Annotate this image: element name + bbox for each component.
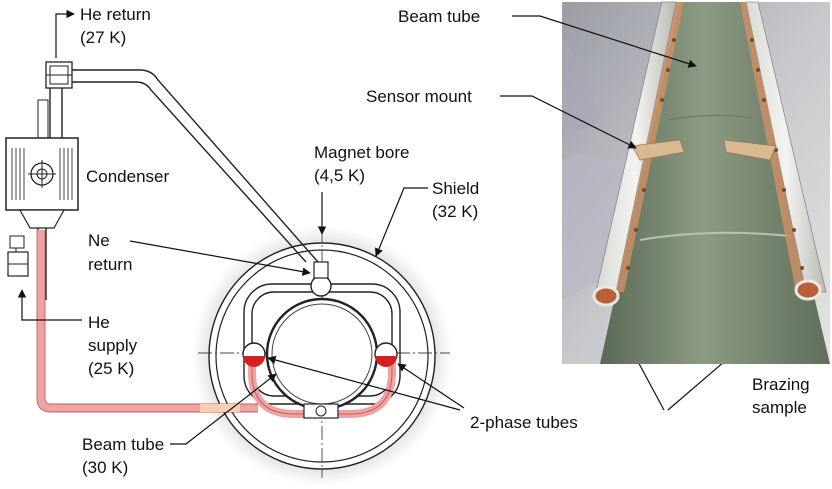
beam-tube-left-label: Beam tube bbox=[82, 435, 164, 454]
two-phase-leader-left bbox=[267, 355, 461, 411]
he-supply-temp: (25 K) bbox=[88, 359, 134, 378]
beam-tube-left-leader bbox=[170, 373, 277, 445]
photo-sensor-mount-right bbox=[723, 139, 777, 161]
shield-temp: (32 K) bbox=[432, 202, 478, 221]
ne-return-leader bbox=[129, 240, 311, 276]
photo-tube-end-left bbox=[592, 285, 620, 307]
condenser-label: Condenser bbox=[86, 167, 170, 186]
magnet-bore-label: Magnet bore bbox=[314, 143, 409, 162]
beam-tube-section-inner bbox=[271, 303, 373, 405]
two-phase-leader-right bbox=[397, 363, 465, 409]
brazing-label-2: sample bbox=[752, 398, 807, 417]
ne-return-label-1: Ne bbox=[88, 231, 110, 250]
he-return-pipe bbox=[70, 69, 319, 263]
beam-tube-photo-label: Beam tube bbox=[398, 7, 480, 26]
two-phase-tube-left bbox=[242, 342, 266, 367]
brazing-label-1: Brazing bbox=[752, 375, 810, 394]
he-supply-label-2: supply bbox=[88, 336, 138, 355]
supply-light-section bbox=[200, 404, 240, 412]
beam-tube-photo bbox=[562, 1, 830, 364]
two-phase-tubes-label: 2-phase tubes bbox=[470, 413, 578, 432]
ne-return-neck bbox=[313, 261, 329, 279]
magnet-bore-temp: (4,5 K) bbox=[314, 166, 365, 185]
beam-tube-left-temp: (30 K) bbox=[82, 458, 128, 477]
he-supply-label-1: He bbox=[88, 313, 110, 332]
he-return-label: He return bbox=[80, 5, 151, 24]
two-phase-tube-right bbox=[374, 342, 398, 367]
condenser-assembly bbox=[5, 61, 79, 300]
he-return-temp: (27 K) bbox=[80, 28, 126, 47]
shield-label: Shield bbox=[432, 179, 479, 198]
he-supply-arrow bbox=[17, 289, 82, 321]
photo-beam-tube bbox=[600, 2, 830, 364]
he-supply-line-edge bbox=[36, 230, 258, 413]
he-supply-line bbox=[37, 230, 258, 412]
he-return-arrow bbox=[55, 9, 75, 58]
ne-return-fitting bbox=[310, 275, 332, 297]
photo-tube-end-right bbox=[794, 279, 822, 301]
magnet-cross-section bbox=[192, 226, 452, 486]
beam-tube-photo-leader bbox=[512, 15, 697, 68]
sensor-mount-leader bbox=[500, 95, 637, 149]
shield-leader bbox=[374, 187, 428, 257]
photo-sensor-mount-left bbox=[631, 139, 685, 161]
sensor-mount-label: Sensor mount bbox=[366, 87, 472, 106]
bottom-fitting-bolt bbox=[315, 405, 327, 417]
ne-return-label-2: return bbox=[88, 255, 132, 274]
